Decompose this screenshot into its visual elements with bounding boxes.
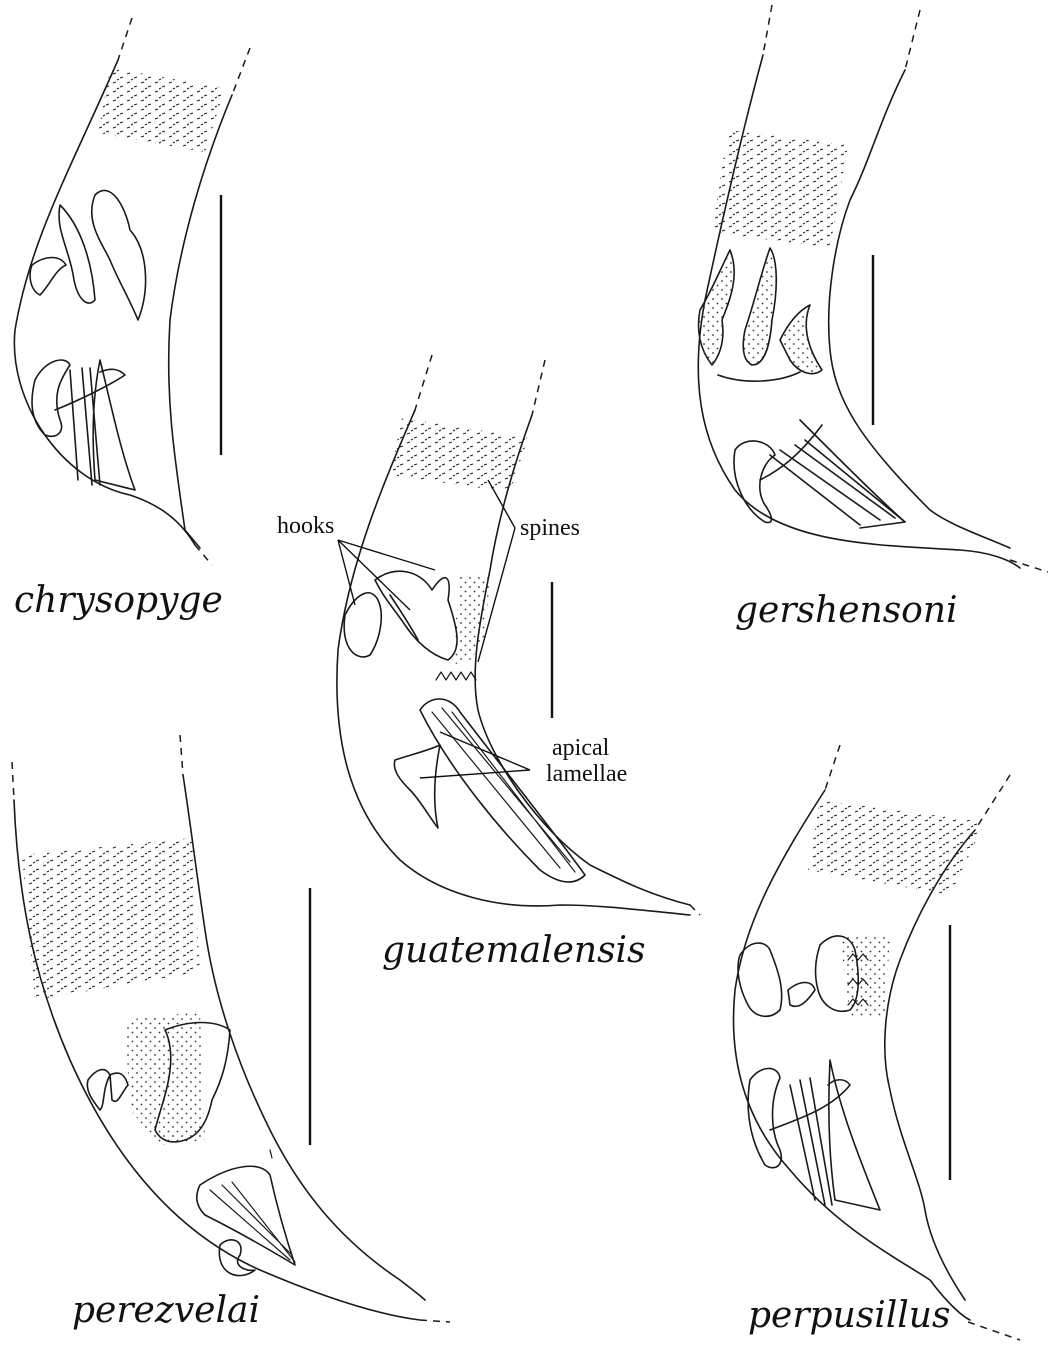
abdomen-outline-right xyxy=(183,775,425,1300)
hook-inner xyxy=(390,595,418,640)
abdomen-outline-right xyxy=(885,830,975,1300)
hook-left xyxy=(344,593,381,657)
hook-left xyxy=(738,943,782,1016)
phallus-left xyxy=(32,360,70,436)
stippled-band xyxy=(22,838,200,1000)
annotation-apical: apical xyxy=(552,735,609,761)
species-label-perezvelai: perezvelai xyxy=(72,1290,260,1331)
hook-stipple xyxy=(125,1012,205,1145)
phallus-left xyxy=(394,745,440,828)
hook-small xyxy=(30,258,66,296)
hook-base xyxy=(718,372,800,381)
hook-right xyxy=(375,571,457,660)
panel-perezvelai xyxy=(12,735,450,1322)
phallus-lamella xyxy=(790,1078,832,1205)
hook-small xyxy=(110,1073,128,1101)
hook-small xyxy=(788,983,815,1007)
annotation-spines: spines xyxy=(520,515,580,541)
species-label-gershensoni: gershensoni xyxy=(735,590,958,631)
stippled-band xyxy=(390,418,528,492)
species-label-perpusillus: perpusillus xyxy=(748,1295,950,1336)
annotation-hooks: hooks xyxy=(277,513,334,539)
spine-zigzag xyxy=(436,672,476,680)
small-tick xyxy=(270,1150,272,1158)
hook-stipple xyxy=(699,248,823,374)
abdomen-outline-left xyxy=(337,410,690,915)
phallus-right xyxy=(800,420,905,528)
spine-patch xyxy=(452,575,490,665)
abdomen-outline-right xyxy=(169,95,232,548)
hook-right xyxy=(92,190,146,320)
phallus-outer xyxy=(420,699,585,882)
leader-apical-1 xyxy=(440,732,530,770)
phallus-lamella xyxy=(770,440,905,525)
phallus-curve xyxy=(770,1080,850,1130)
phallus-hook xyxy=(219,1240,255,1276)
annotation-lamellae: lamellae xyxy=(546,761,627,787)
panel-gershensoni xyxy=(698,5,1048,572)
stippled-band xyxy=(712,130,848,248)
hook-stipple xyxy=(840,935,890,1018)
panel-guatemalensis xyxy=(337,355,700,915)
phallus-left xyxy=(734,441,775,523)
phallus-outer xyxy=(197,1166,295,1265)
leader-hooks-1 xyxy=(338,540,355,605)
panel-perpusillus xyxy=(733,745,1020,1340)
species-label-guatemalensis: guatemalensis xyxy=(382,930,646,971)
species-label-chrysopyge: chrysopyge xyxy=(14,580,223,621)
stippled-band xyxy=(808,800,985,895)
panel-chrysopyge xyxy=(14,18,250,565)
phallus-right xyxy=(829,1060,880,1210)
hook-left xyxy=(87,1070,110,1110)
phallus-lamella xyxy=(432,708,575,872)
hook-left xyxy=(59,205,95,303)
stippled-band xyxy=(98,68,225,152)
